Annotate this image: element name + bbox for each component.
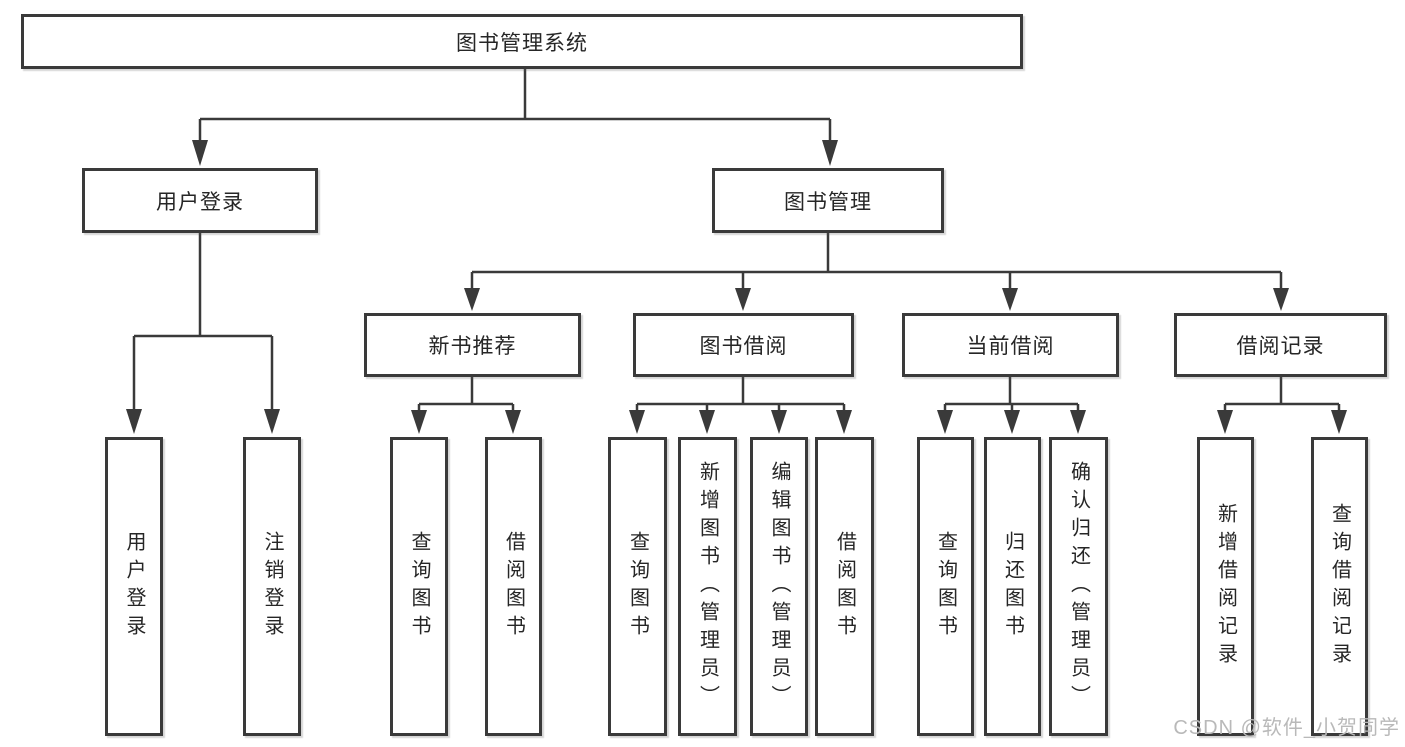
leaf-records-add-record: 新增借阅记录	[1197, 437, 1254, 736]
node-book-borrow: 图书借阅	[633, 313, 854, 377]
node-new-book-recommend: 新书推荐	[364, 313, 581, 377]
leaf-current-return-books: 归还图书	[984, 437, 1041, 736]
leaf-borrow-add-books-admin: 新增图书（管理员）	[678, 437, 737, 736]
leaf-logout: 注销登录	[243, 437, 301, 736]
leaf-logout-label: 注销登录	[261, 530, 283, 643]
leaf-user-login-label: 用户登录	[123, 530, 145, 643]
leaf-current-query-books-label: 查询图书	[934, 530, 957, 643]
node-user-login-label: 用户登录	[156, 190, 244, 214]
leaf-borrow-borrow-books-label: 借阅图书	[833, 530, 856, 643]
node-user-login: 用户登录	[82, 168, 318, 233]
node-borrow-records-label: 借阅记录	[1236, 335, 1325, 358]
leaf-borrow-edit-books-admin: 编辑图书（管理员）	[750, 437, 808, 736]
leaf-current-confirm-return-admin: 确认归还（管理员）	[1049, 437, 1108, 736]
node-current-borrow-label: 当前借阅	[966, 335, 1055, 358]
leaf-recommend-borrow-books: 借阅图书	[485, 437, 542, 736]
node-root-system-label: 图书管理系统	[456, 31, 588, 55]
csdn-watermark: CSDN @软件_小贺同学	[1173, 717, 1400, 739]
leaf-borrow-query-books: 查询图书	[608, 437, 667, 736]
leaf-recommend-query-books-label: 查询图书	[408, 530, 430, 643]
leaf-current-return-books-label: 归还图书	[1001, 530, 1024, 643]
leaf-recommend-borrow-books-label: 借阅图书	[502, 530, 525, 643]
leaf-recommend-query-books: 查询图书	[390, 437, 448, 736]
leaf-records-query-record: 查询借阅记录	[1311, 437, 1368, 736]
leaf-borrow-edit-books-admin-label: 编辑图书（管理员）	[768, 460, 790, 713]
node-new-book-recommend-label: 新书推荐	[428, 335, 517, 358]
leaf-current-query-books: 查询图书	[917, 437, 974, 736]
node-book-management-label: 图书管理	[784, 190, 872, 214]
node-borrow-records: 借阅记录	[1174, 313, 1387, 377]
leaf-records-query-record-label: 查询借阅记录	[1328, 502, 1351, 671]
node-root-system: 图书管理系统	[21, 14, 1023, 69]
node-current-borrow: 当前借阅	[902, 313, 1119, 377]
leaf-user-login: 用户登录	[105, 437, 163, 736]
leaf-borrow-add-books-admin-label: 新增图书（管理员）	[696, 460, 719, 713]
leaf-records-add-record-label: 新增借阅记录	[1214, 502, 1237, 671]
leaf-borrow-borrow-books: 借阅图书	[815, 437, 874, 736]
leaf-borrow-query-books-label: 查询图书	[626, 530, 649, 643]
leaf-current-confirm-return-admin-label: 确认归还（管理员）	[1067, 460, 1090, 713]
node-book-management: 图书管理	[712, 168, 944, 233]
node-book-borrow-label: 图书借阅	[699, 335, 788, 358]
